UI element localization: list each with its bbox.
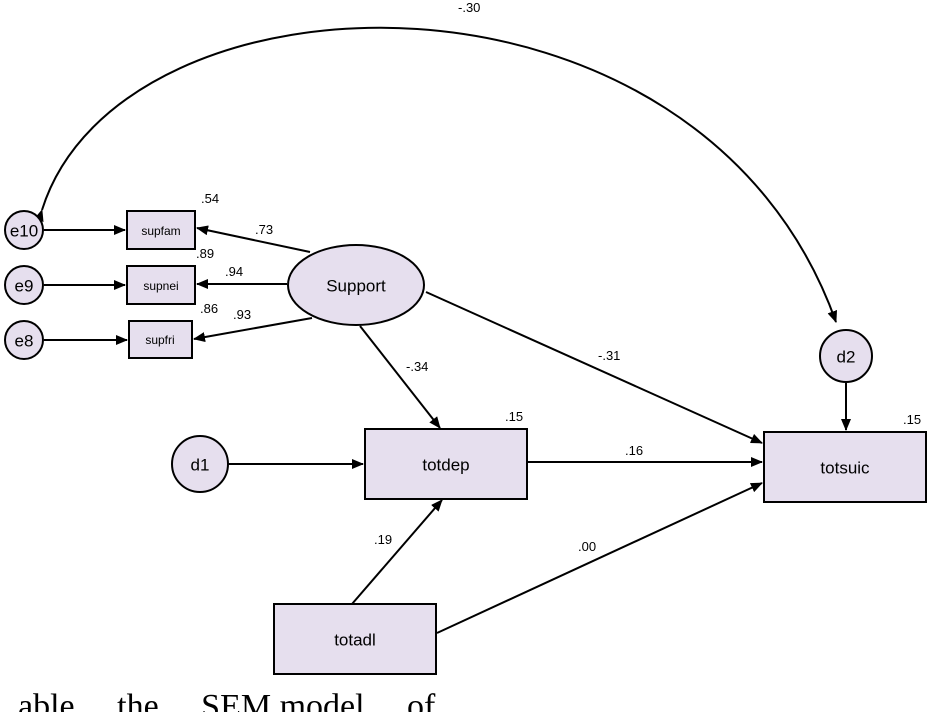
path-support-supfam (196, 225, 311, 253)
path-totadl-totsuic (436, 482, 763, 634)
coef-totadl-totsuic: .00 (578, 539, 596, 554)
coef-r2-supfam: .54 (201, 191, 219, 206)
svg-text:totadl: totadl (334, 631, 376, 650)
caption-text: able ... the ... SEM model ... of ... (18, 688, 470, 712)
node-supfri: supfri (128, 320, 193, 359)
path-support-supfri (193, 317, 313, 342)
coef-support-totdep: -.34 (406, 359, 428, 374)
coef-cov-e10-d2: -.30 (458, 0, 480, 15)
node-supnei: supnei (126, 265, 196, 305)
svg-text:e8: e8 (15, 332, 34, 351)
svg-text:e10: e10 (10, 222, 38, 241)
node-e9: e9 (4, 265, 44, 305)
coef-totdep-totsuic: .16 (625, 443, 643, 458)
coef-support-supfri: .93 (233, 307, 251, 322)
svg-text:supfam: supfam (141, 224, 180, 238)
node-support: Support (287, 244, 425, 326)
node-totsuic: totsuic (763, 431, 927, 503)
path-support-totsuic (425, 291, 763, 444)
svg-text:e9: e9 (15, 277, 34, 296)
covariance-arc-e10-d2 (33, 26, 838, 323)
path-support-totdep (359, 325, 441, 429)
path-totadl-totdep (351, 499, 443, 605)
svg-text:supfri: supfri (145, 333, 174, 347)
node-d1: d1 (171, 435, 229, 493)
coef-support-supfam: .73 (255, 222, 273, 237)
svg-text:d1: d1 (191, 456, 210, 475)
coef-r2-totsuic: .15 (903, 412, 921, 427)
svg-text:totsuic: totsuic (820, 459, 870, 478)
coef-support-totsuic: -.31 (598, 348, 620, 363)
figure-caption: able ... the ... SEM model ... of ... (0, 680, 929, 712)
svg-text:d2: d2 (837, 348, 856, 367)
coef-r2-totdep: .15 (505, 409, 523, 424)
node-e10: e10 (4, 210, 44, 250)
coef-r2-supfri: .86 (200, 301, 218, 316)
node-d2: d2 (819, 329, 873, 383)
path-diagram: -.30 e10 e9 e8 d1 d2 supfam supnei (4, 0, 927, 675)
node-totadl: totadl (273, 603, 437, 675)
svg-text:supnei: supnei (143, 279, 178, 293)
coef-r2-supnei: .89 (196, 246, 214, 261)
node-totdep: totdep (364, 428, 528, 500)
svg-text:totdep: totdep (422, 456, 469, 475)
coef-support-supnei: .94 (225, 264, 243, 279)
coef-totadl-totdep: .19 (374, 532, 392, 547)
node-e8: e8 (4, 320, 44, 360)
node-supfam: supfam (126, 210, 196, 250)
svg-text:Support: Support (326, 277, 386, 296)
